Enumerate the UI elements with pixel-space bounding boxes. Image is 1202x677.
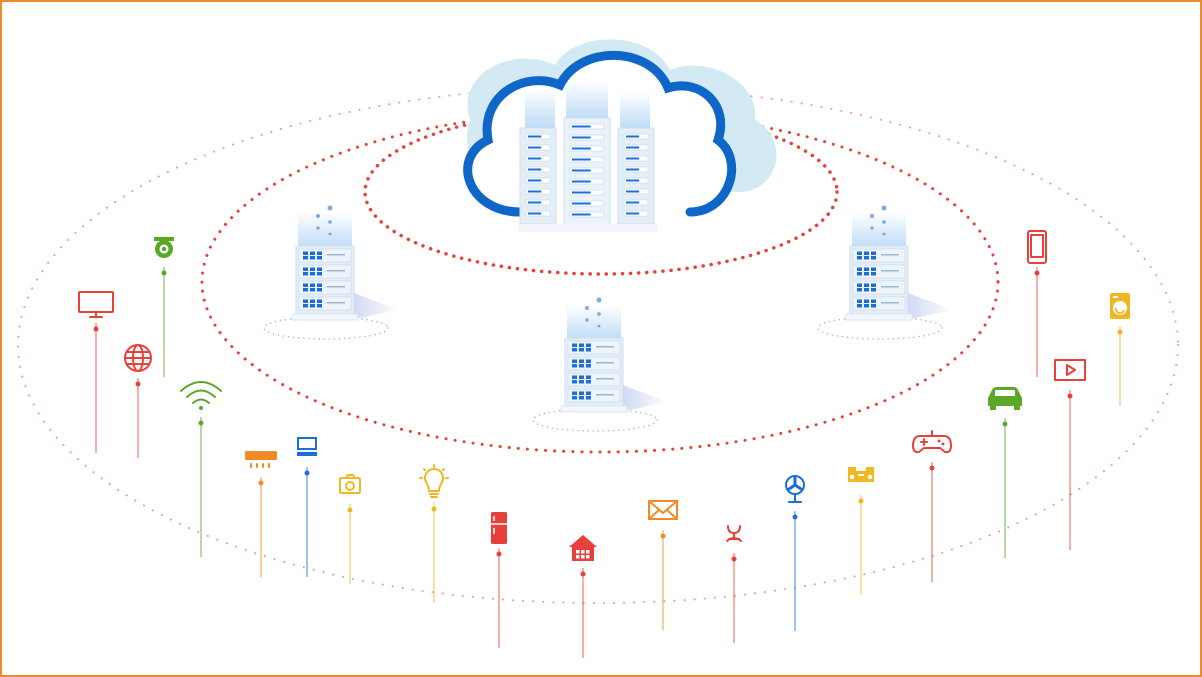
smart-home-icon [569,535,597,658]
device-connector-dot [580,571,586,577]
device-connector-dot [1067,393,1073,399]
right-edge-server [817,205,953,340]
iot-devices [78,230,1130,658]
device-connector-dot [731,556,737,562]
device-connector-dot [1117,329,1123,335]
globe-icon [124,344,152,458]
device-glyph [124,344,152,372]
device-glyph [1110,293,1130,319]
device-connector-dot [431,506,437,512]
device-glyph [245,451,277,468]
device-connector-dot [858,498,864,504]
center-edge-server [532,297,668,432]
device-glyph [848,467,874,482]
edge-servers [263,205,953,432]
device-connector-dot [93,326,99,332]
device-glyph [154,237,174,258]
device-glyph [785,475,805,503]
device-glyph [419,464,449,498]
device-connector-dot [929,465,935,471]
device-connector-dot [135,381,141,387]
car-icon [988,387,1022,558]
device-connector-dot [660,533,666,539]
device-glyph [726,525,742,542]
device-glyph [180,381,222,410]
device-connector-dot [258,480,264,486]
outer-ring [17,86,1179,604]
wifi-icon [180,381,222,557]
device-glyph [297,437,317,456]
washing-machine-icon [1110,293,1130,406]
health-sensor-icon [726,525,742,643]
device-connector-dot [1002,421,1008,427]
game-controller-icon [912,430,952,582]
device-glyph [569,535,597,561]
light-bulb-icon [419,464,449,603]
device-glyph [1027,230,1047,264]
device-connector-dot [198,420,204,426]
left-edge-server [263,205,399,340]
mail-icon [648,500,678,630]
device-connector-dot [496,551,502,557]
cloud-server-racks [518,80,658,232]
device-connector-dot [347,507,353,513]
device-glyph [988,387,1022,410]
device-glyph [339,474,361,494]
stereo-speaker-icon [848,467,874,595]
device-glyph [78,291,114,318]
smartphone-icon [1027,230,1047,377]
desktop-computer-icon [297,437,317,577]
fan-icon [785,475,805,631]
video-player-icon [1054,359,1086,550]
device-connector-dot [1034,270,1040,276]
device-glyph [491,512,507,544]
device-connector-dot [792,514,798,520]
device-connector-dot [161,270,167,276]
device-connector-dot [304,470,310,476]
refrigerator-icon [491,512,507,648]
device-glyph [1054,359,1086,381]
cloud-datacenter [463,39,777,232]
device-glyph [912,430,952,454]
air-conditioner-icon [245,451,277,577]
device-glyph [648,500,678,520]
camera-icon [339,474,361,584]
monitor-icon [78,291,114,453]
security-camera-icon [154,237,174,377]
